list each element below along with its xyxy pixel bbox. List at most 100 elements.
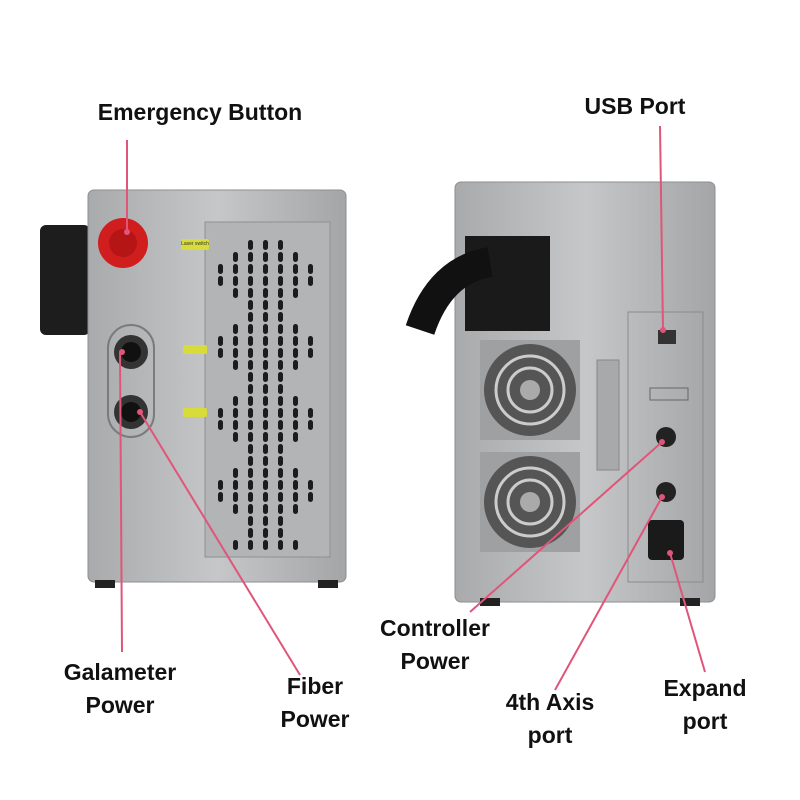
fan xyxy=(480,452,580,552)
vent-slot xyxy=(263,324,268,334)
vent-slot xyxy=(248,288,253,298)
vent-slot xyxy=(293,492,298,502)
vent-slot xyxy=(248,504,253,514)
vent-slot xyxy=(308,408,313,418)
vent-slot xyxy=(233,252,238,262)
usb-port[interactable] xyxy=(658,330,676,344)
vent-slot xyxy=(308,276,313,286)
vent-slot xyxy=(263,528,268,538)
vent-slot xyxy=(248,480,253,490)
vent-slot xyxy=(293,432,298,442)
vent-slot xyxy=(233,288,238,298)
vent-slot xyxy=(278,288,283,298)
label-line: 4th Axis xyxy=(505,689,595,715)
vent-slot xyxy=(218,336,223,346)
vent-slot xyxy=(263,480,268,490)
vent-slot xyxy=(278,372,283,382)
vent-slot xyxy=(293,480,298,490)
fan xyxy=(480,340,580,440)
vent-slot xyxy=(263,372,268,382)
vent-slot xyxy=(263,420,268,430)
vent-slot xyxy=(248,252,253,262)
sticker-label-laser-switch: Laser switch xyxy=(181,241,209,247)
label-line: port xyxy=(682,708,728,734)
vent-slot xyxy=(308,336,313,346)
vent-slot xyxy=(248,384,253,394)
vent-slot xyxy=(263,300,268,310)
vent-slot xyxy=(248,336,253,346)
vent-slot xyxy=(248,240,253,250)
vent-slot xyxy=(218,480,223,490)
vent-slot xyxy=(233,420,238,430)
vent-slot xyxy=(233,348,238,358)
vent-slot xyxy=(263,288,268,298)
vent-slot xyxy=(278,336,283,346)
vent-slot xyxy=(308,492,313,502)
vent-slot xyxy=(293,288,298,298)
vent-slot xyxy=(278,456,283,466)
vent-slot xyxy=(263,384,268,394)
handle xyxy=(40,225,90,335)
vent-slot xyxy=(278,516,283,526)
vent-slot xyxy=(278,528,283,538)
vent-slot xyxy=(218,264,223,274)
label-line: Controller xyxy=(380,615,490,641)
vent-slot xyxy=(278,540,283,550)
vent-slot xyxy=(248,264,253,274)
vent-slot xyxy=(278,504,283,514)
vent-slot xyxy=(278,480,283,490)
vent-slot xyxy=(248,492,253,502)
vent-slot xyxy=(233,396,238,406)
label-line: Power xyxy=(400,648,470,674)
right-device xyxy=(405,181,716,606)
vent-slot xyxy=(263,348,268,358)
label-emergency-button: Emergency Button xyxy=(97,99,303,125)
vent-slot xyxy=(308,264,313,274)
vent-slot xyxy=(248,312,253,322)
label-line: Fiber xyxy=(286,673,344,699)
vent-slot xyxy=(233,504,238,514)
vent-slots xyxy=(218,240,313,550)
vent-slot xyxy=(233,264,238,274)
vent-slot xyxy=(263,492,268,502)
vent-slot xyxy=(278,240,283,250)
vent-slot xyxy=(293,408,298,418)
vent-slot xyxy=(278,252,283,262)
4th-axis-port xyxy=(656,482,676,502)
vent-slot xyxy=(263,456,268,466)
vent-slot xyxy=(293,396,298,406)
vent-slot xyxy=(293,468,298,478)
sticker xyxy=(181,239,209,250)
vent-slot xyxy=(263,516,268,526)
vent-slot xyxy=(278,468,283,478)
vent-slot xyxy=(278,300,283,310)
vent-slot xyxy=(248,516,253,526)
vent-slot xyxy=(263,336,268,346)
vent-slot xyxy=(233,540,238,550)
vent-slot xyxy=(233,432,238,442)
vent-slot xyxy=(218,420,223,430)
vent-slot xyxy=(248,456,253,466)
vent-slot xyxy=(263,252,268,262)
vent-slot xyxy=(218,408,223,418)
vent-slot xyxy=(308,348,313,358)
vent-slot xyxy=(308,420,313,430)
vent-slot xyxy=(233,360,238,370)
vent-slot xyxy=(233,324,238,334)
vent-slot xyxy=(278,408,283,418)
vent-slot xyxy=(248,372,253,382)
vent-slot xyxy=(278,360,283,370)
vent-slot xyxy=(263,264,268,274)
vent-slot xyxy=(293,252,298,262)
vent-slot xyxy=(218,276,223,286)
left-device xyxy=(40,189,347,588)
vent-slot xyxy=(263,432,268,442)
vent-slot xyxy=(248,528,253,538)
vent-slot xyxy=(278,264,283,274)
